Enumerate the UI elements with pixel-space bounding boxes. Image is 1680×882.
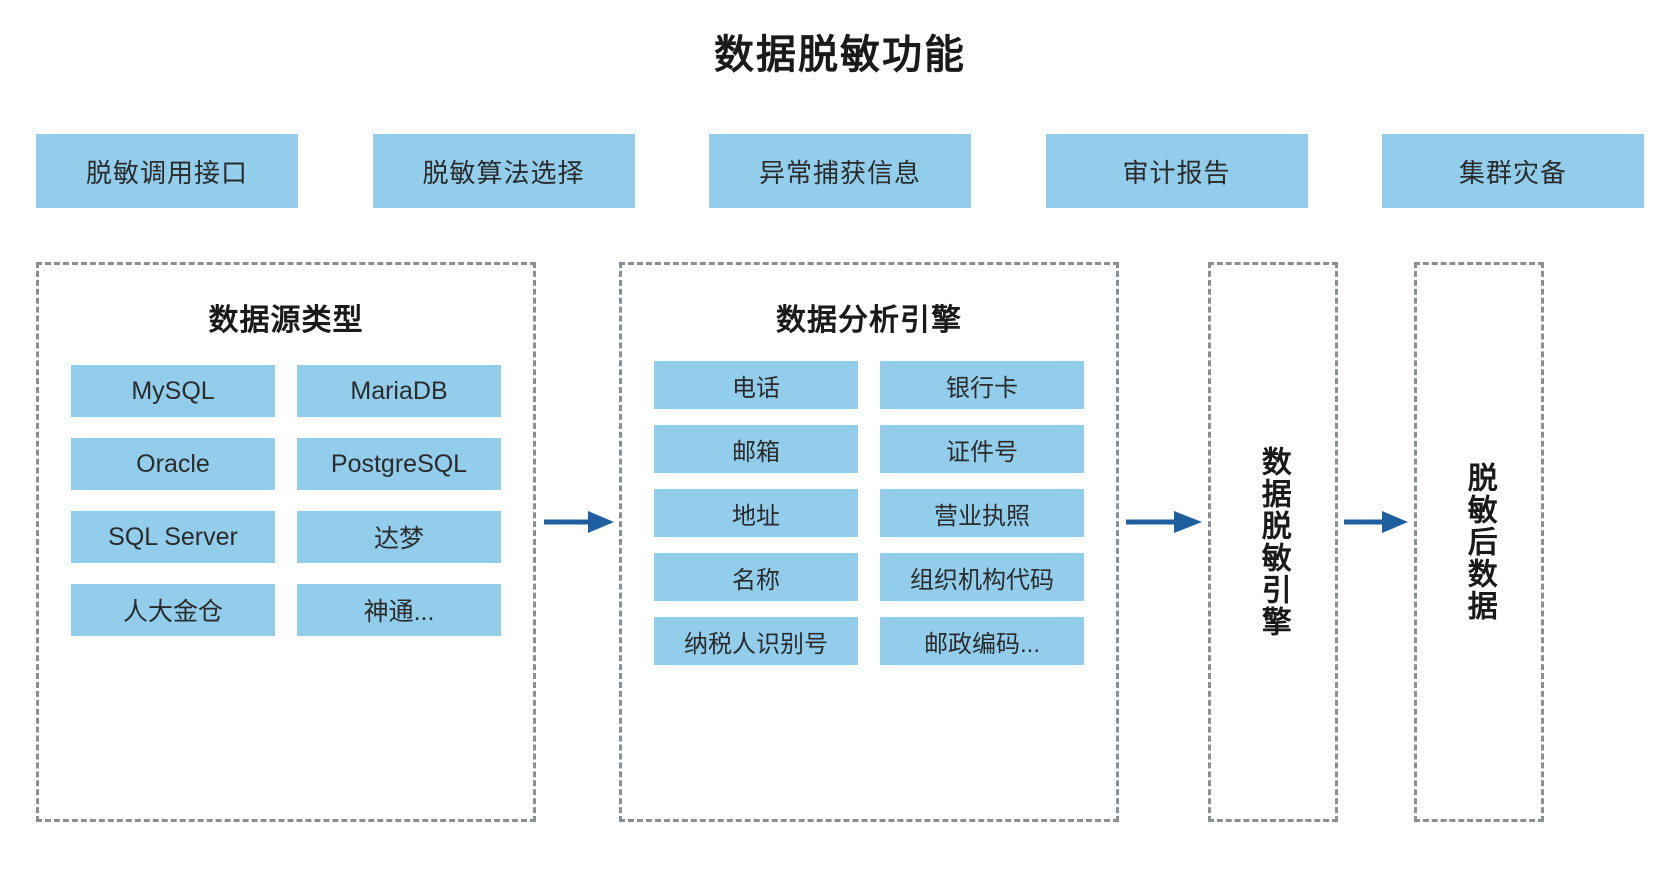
chip-label: 银行卡 xyxy=(946,374,1018,402)
analysis-chip[interactable]: 纳税人识别号 xyxy=(654,617,858,665)
feature-chip-exception-capture[interactable]: 异常捕获信息 xyxy=(709,134,971,208)
data-source-chip[interactable]: MariaDB xyxy=(297,365,501,417)
data-source-chip[interactable]: PostgreSQL xyxy=(297,438,501,490)
chip-label: SQL Server xyxy=(108,522,238,551)
chip-label: PostgreSQL xyxy=(330,449,468,478)
arrow-right-icon-masking-to-output xyxy=(1344,507,1408,537)
analysis-chip-grid: 电话 银行卡 邮箱 证件号 地址 营业执照 名称 组织机构代码 纳税人识别号 邮… xyxy=(654,361,1084,665)
analysis-chip[interactable]: 邮箱 xyxy=(654,425,858,473)
data-source-chip[interactable]: Oracle xyxy=(71,438,275,490)
data-source-chip[interactable]: 神通... xyxy=(297,584,501,636)
chip-label: 纳税人识别号 xyxy=(684,630,828,658)
panel-title-vertical: 数据脱敏引擎 xyxy=(1211,265,1335,819)
chip-label: 邮箱 xyxy=(732,438,780,466)
analysis-chip[interactable]: 营业执照 xyxy=(880,489,1084,537)
chip-label: Oracle xyxy=(136,449,210,478)
data-source-chip[interactable]: SQL Server xyxy=(71,511,275,563)
feature-chip-audit-report[interactable]: 审计报告 xyxy=(1045,134,1308,208)
chip-label: 证件号 xyxy=(946,438,1018,466)
chip-label: 名称 xyxy=(732,566,780,594)
panel-data-masking-engine: 数据脱敏引擎 xyxy=(1208,262,1338,822)
chip-label: 邮政编码... xyxy=(923,630,1040,658)
panel-title: 数据分析引擎 xyxy=(776,304,962,337)
chip-label: 人大金仓 xyxy=(122,598,223,626)
panel-title: 脱敏后数据 xyxy=(1462,462,1496,622)
chip-label: 组织机构代码 xyxy=(910,566,1054,594)
chip-label: 神通... xyxy=(363,598,435,626)
chip-label: 营业执照 xyxy=(934,502,1030,530)
page-title: 数据脱敏功能 xyxy=(714,33,966,77)
analysis-chip[interactable]: 名称 xyxy=(654,553,858,601)
chip-label: MariaDB xyxy=(350,376,448,405)
data-source-chip[interactable]: 人大金仓 xyxy=(71,584,275,636)
panel-title-vertical: 脱敏后数据 xyxy=(1417,265,1541,819)
panel-title: 数据脱敏引擎 xyxy=(1256,446,1290,638)
arrow-right-icon-source-to-engine xyxy=(544,507,614,537)
chip-label: MySQL xyxy=(131,376,215,405)
analysis-chip[interactable]: 银行卡 xyxy=(880,361,1084,409)
panel-masked-data: 脱敏后数据 xyxy=(1414,262,1544,822)
feature-chip-label: 脱敏算法选择 xyxy=(422,157,585,188)
data-source-chip[interactable]: MySQL xyxy=(71,365,275,417)
feature-chip-label: 集群灾备 xyxy=(1458,157,1567,188)
chip-label: 达梦 xyxy=(373,525,424,553)
data-source-chip[interactable]: 达梦 xyxy=(297,511,501,563)
data-source-chip-grid: MySQL MariaDB Oracle PostgreSQL SQL Serv… xyxy=(71,365,501,636)
panel-data-source-types: 数据源类型 MySQL MariaDB Oracle PostgreSQL SQ… xyxy=(36,262,536,822)
panel-title: 数据源类型 xyxy=(208,304,364,337)
feature-row: 脱敏调用接口 脱敏算法选择 异常捕获信息 审计报告 集群灾备 xyxy=(36,134,1644,208)
feature-chip-masking-api[interactable]: 脱敏调用接口 xyxy=(36,134,298,208)
chip-label: 地址 xyxy=(732,502,780,530)
analysis-chip[interactable]: 证件号 xyxy=(880,425,1084,473)
feature-chip-cluster-disaster-recovery[interactable]: 集群灾备 xyxy=(1382,134,1644,208)
analysis-chip[interactable]: 组织机构代码 xyxy=(880,553,1084,601)
chip-label: 电话 xyxy=(732,374,780,402)
feature-chip-label: 异常捕获信息 xyxy=(758,157,921,188)
feature-chip-algorithm-selection[interactable]: 脱敏算法选择 xyxy=(372,134,635,208)
feature-chip-label: 审计报告 xyxy=(1122,157,1231,188)
analysis-chip[interactable]: 地址 xyxy=(654,489,858,537)
analysis-chip[interactable]: 电话 xyxy=(654,361,858,409)
arrow-right-icon-engine-to-masking xyxy=(1126,507,1202,537)
feature-chip-label: 脱敏调用接口 xyxy=(85,157,248,188)
flow-diagram: 数据源类型 MySQL MariaDB Oracle PostgreSQL SQ… xyxy=(36,262,1644,822)
panel-data-analysis-engine: 数据分析引擎 电话 银行卡 邮箱 证件号 地址 营业执照 名称 组织机构代码 纳… xyxy=(619,262,1119,822)
analysis-chip[interactable]: 邮政编码... xyxy=(880,617,1084,665)
